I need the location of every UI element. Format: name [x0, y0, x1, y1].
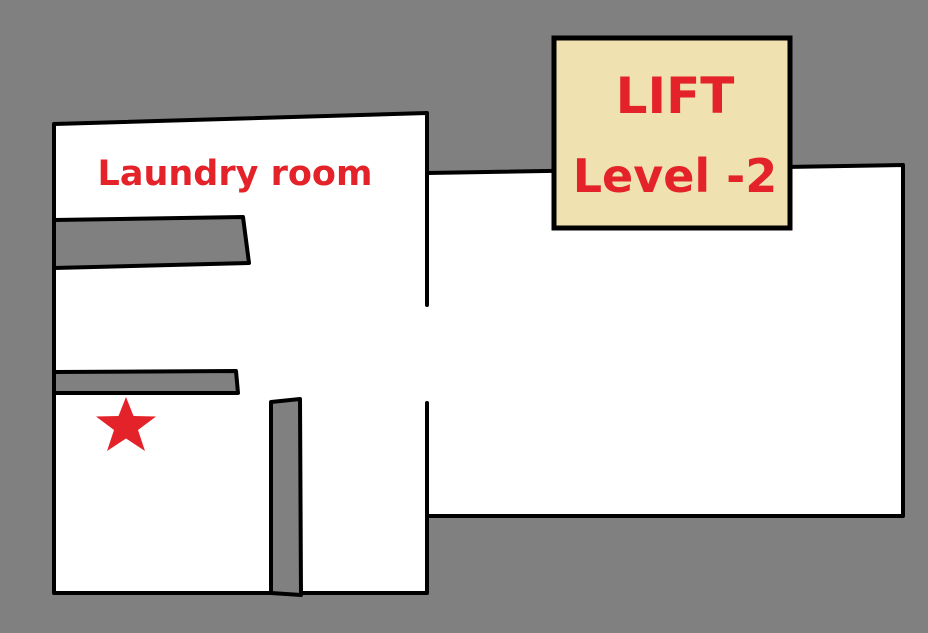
lift-box: [551, 35, 793, 231]
laundry-room-label: Laundry room: [98, 154, 373, 194]
lift-label: LIFT: [616, 67, 735, 125]
lift-level-label: Level -2: [573, 149, 778, 203]
partition-middle: [52, 369, 240, 395]
corridor-floor: [427, 165, 903, 516]
laundry-room-wall: [52, 111, 429, 595]
partition-upper: [52, 215, 251, 270]
star-icon: [96, 397, 156, 451]
partition-vertical: [269, 397, 303, 597]
